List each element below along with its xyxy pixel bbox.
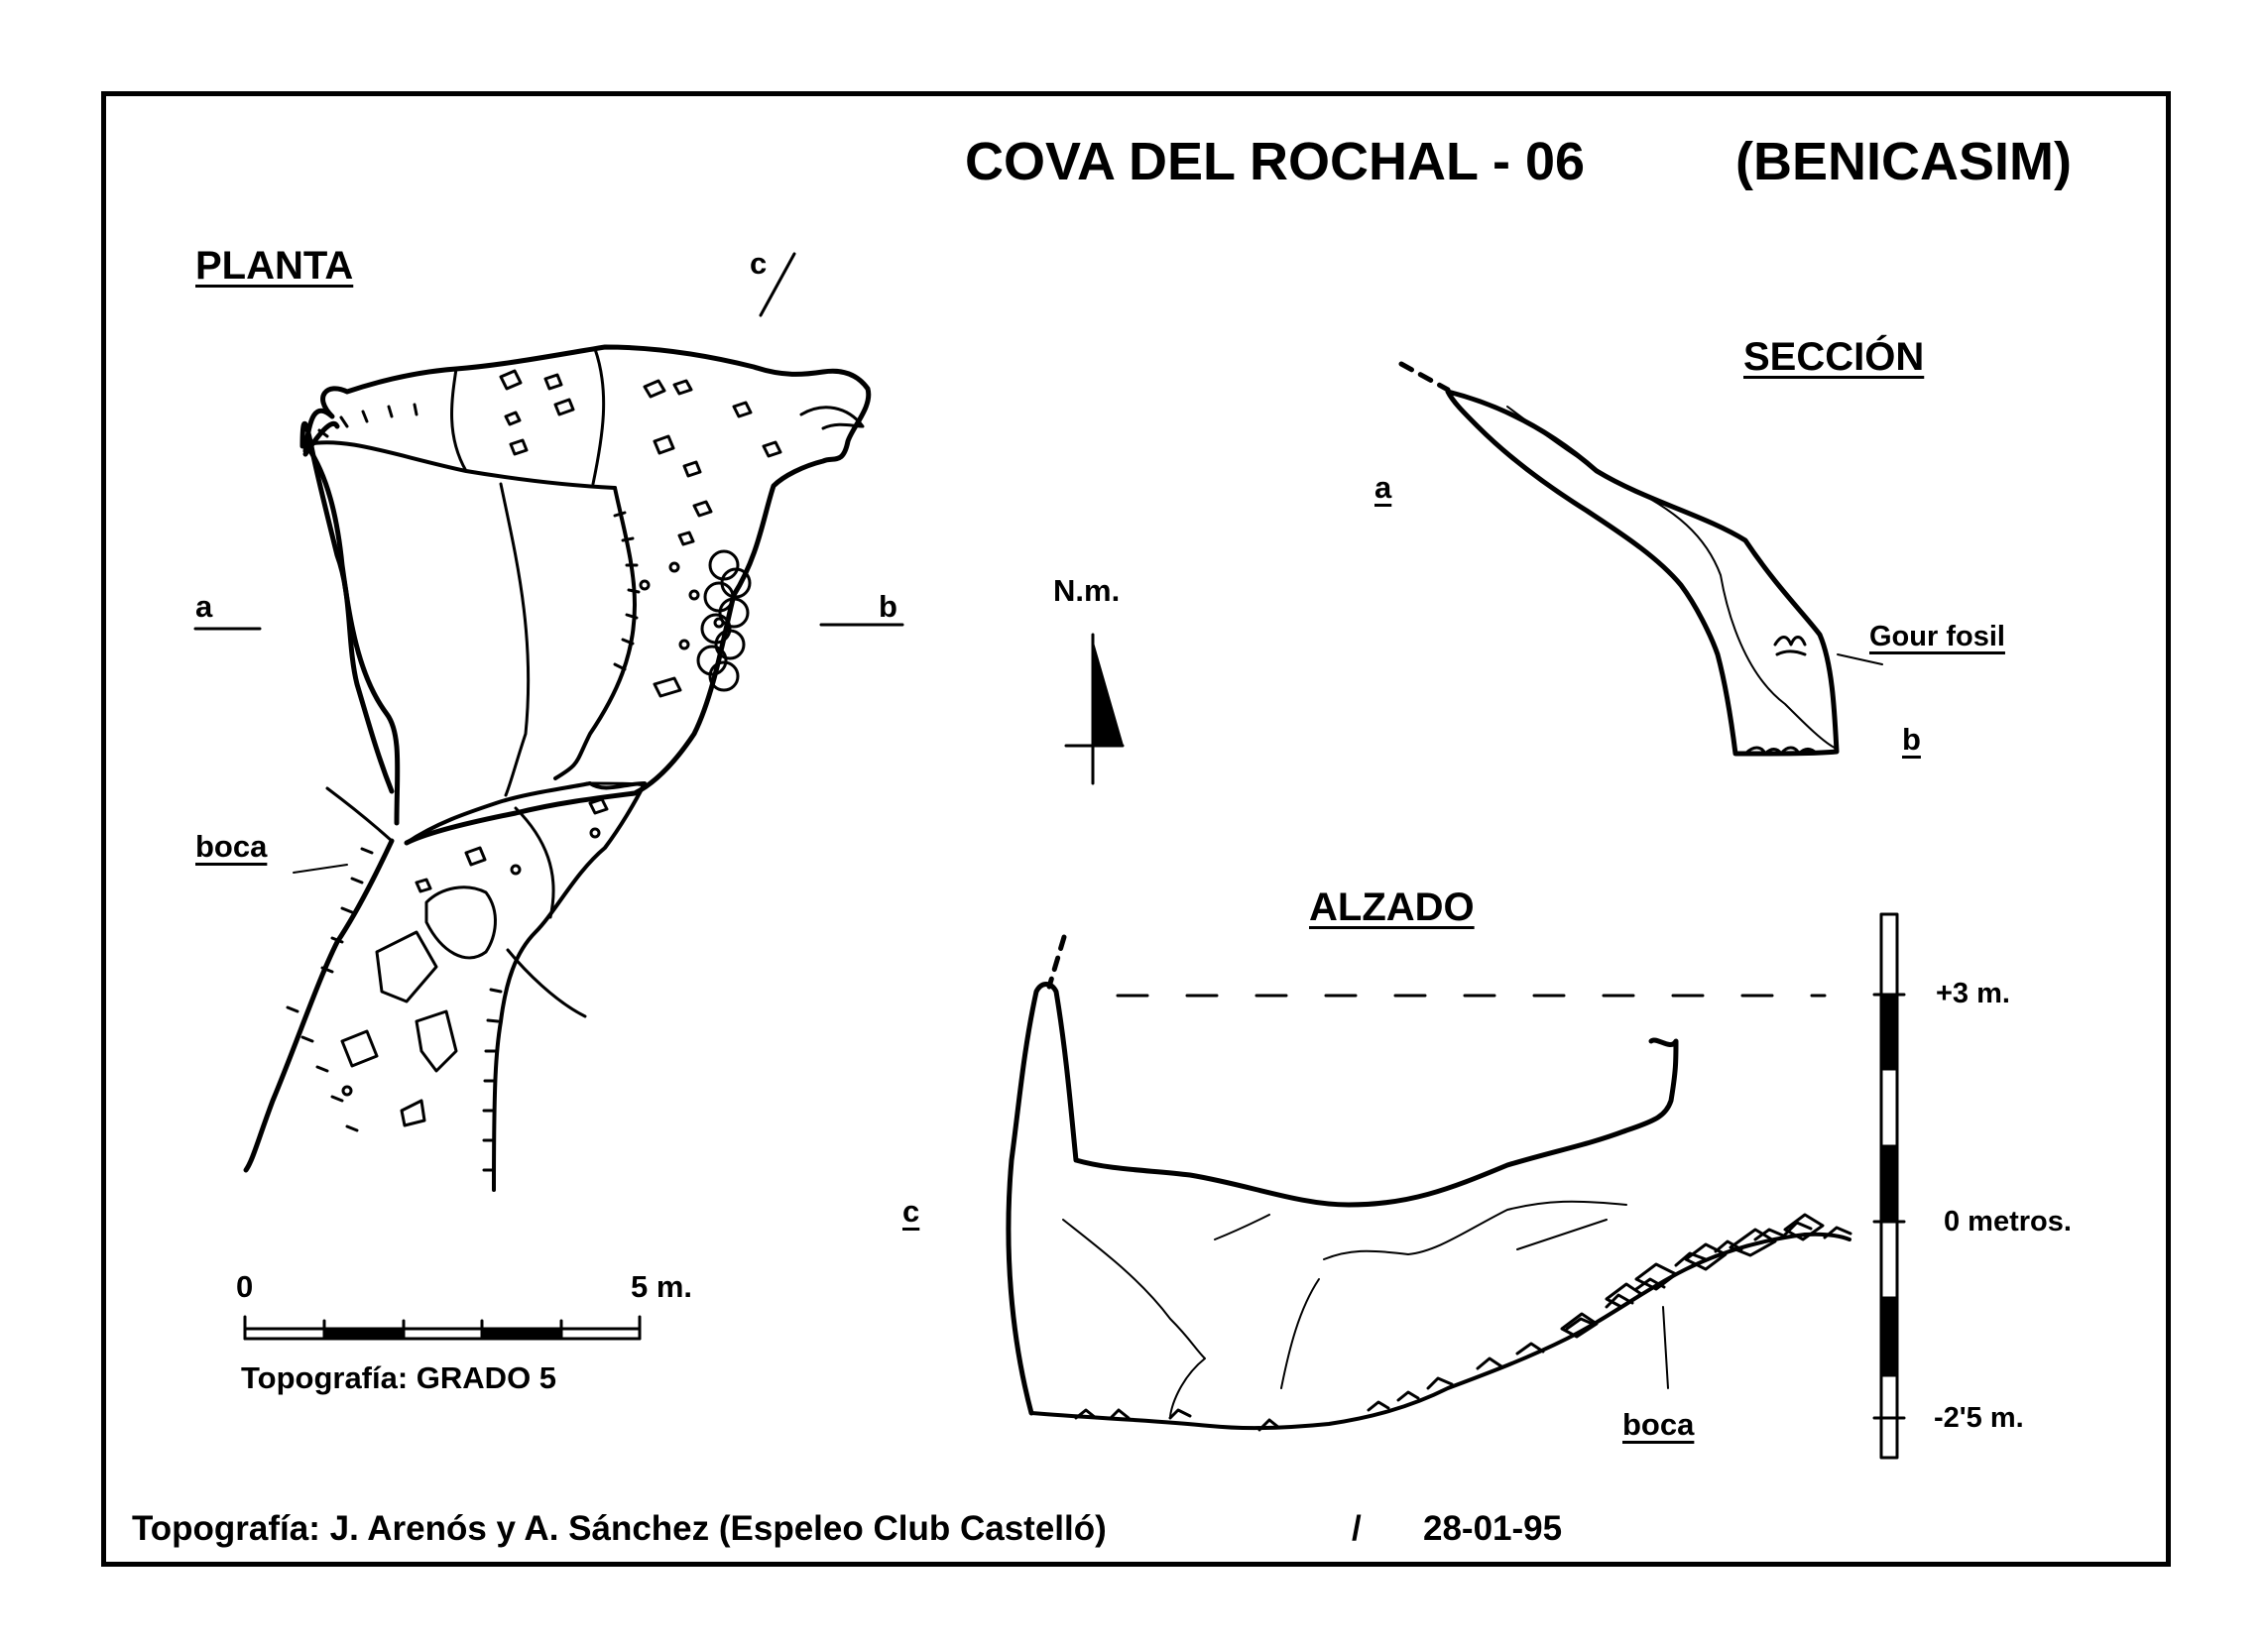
section-label-a: a [1374, 470, 1392, 505]
plan-rock-symbols [341, 369, 782, 1097]
vertical-scale-top: +3 m. [1936, 978, 2010, 1009]
plan-view [193, 252, 904, 1192]
elevation-label-c: c [902, 1194, 920, 1229]
plan-chamber-top [305, 440, 617, 490]
map-frame [101, 91, 2171, 1567]
section-view [1398, 361, 1883, 757]
section-floor-rocks [1743, 746, 1819, 756]
plan-divider-3 [591, 347, 606, 486]
plan-boulder-3 [340, 1009, 458, 1127]
plan-scale-bar [243, 1315, 642, 1341]
plan-entrance-left-line [325, 786, 394, 843]
north-label: N.m. [1053, 573, 1121, 608]
plan-divider-4 [799, 406, 865, 430]
vertical-scale-fill [1880, 1144, 1898, 1222]
elevation-interior-lines [1062, 1200, 1627, 1419]
section-dashed-continuation [1398, 361, 1451, 393]
survey-credits: Topografía: J. Arenós y A. Sánchez (Espe… [132, 1509, 1107, 1548]
elevation-rubble [1560, 1213, 1825, 1339]
scale-bar-segment-fill [323, 1328, 405, 1340]
plan-entrance-right-line [506, 948, 587, 1018]
elevation-floor [1029, 1232, 1851, 1431]
north-arrow [1064, 633, 1125, 785]
scale-bar-segment-fill [481, 1328, 562, 1340]
elevation-view [1006, 934, 1852, 1432]
section-label-b: b [1902, 722, 1921, 757]
plan-label-a: a [195, 589, 213, 624]
plan-divider-2 [450, 367, 468, 473]
elevation-dashed-continuation [1046, 934, 1067, 990]
north-arrow-head [1092, 642, 1124, 747]
plan-label-b: b [879, 589, 897, 624]
elevation-floor-rocks [1074, 1221, 1852, 1432]
vertical-scale-fill [1880, 1296, 1898, 1377]
municipality-title: (BENICASIM) [1735, 132, 2072, 191]
gour-pointer [1837, 653, 1883, 665]
plan-label-c: c [750, 246, 768, 281]
elevation-label-boca: boca [1622, 1407, 1695, 1442]
plan-scale-start: 0 [236, 1269, 254, 1304]
plan-lower-divider-1 [514, 806, 555, 919]
gour-fosil-label: Gour fosil [1869, 621, 2005, 652]
plan-gour-rims [696, 549, 752, 692]
section-outline [1445, 389, 1840, 757]
plan-lower-passage-right [405, 781, 647, 1192]
plan-section-c-line [759, 252, 796, 317]
credits-separator: / [1352, 1509, 1362, 1548]
plan-outline [299, 344, 872, 846]
vertical-scale-zero: 0 metros. [1944, 1206, 2072, 1238]
plan-boulder-2 [375, 930, 438, 1003]
vertical-scale-bottom: -2'5 m. [1934, 1402, 2024, 1434]
plan-chamber-right-wall [553, 486, 637, 780]
survey-date: 28-01-95 [1423, 1509, 1563, 1548]
section-heading: SECCIÓN [1743, 335, 1925, 379]
cave-title: COVA DEL ROCHAL - 06 [965, 132, 1586, 191]
plan-heading: PLANTA [195, 244, 354, 288]
plan-divider-1 [499, 482, 531, 797]
plan-scale-end: 5 m. [631, 1269, 693, 1304]
plan-boulder-1 [424, 885, 497, 960]
elevation-boca-pointer [1662, 1306, 1669, 1389]
vertical-scale-fill [1880, 994, 1898, 1071]
plan-boca-pointer [293, 864, 348, 874]
plan-chamber-left-wall [304, 443, 401, 826]
vertical-scale-bar [1872, 912, 1906, 1460]
plan-lower-passage [243, 838, 395, 1173]
elevation-heading: ALZADO [1309, 885, 1475, 929]
plan-survey-grade: Topografía: GRADO 5 [241, 1360, 557, 1395]
plan-label-boca: boca [195, 829, 268, 864]
gour-fosil-symbol [1773, 636, 1807, 656]
elevation-outline [1006, 982, 1679, 1416]
plan-lower-divider-2 [585, 781, 647, 787]
section-inner-line [1506, 406, 1838, 750]
plan-wall-hatching [286, 403, 641, 1172]
